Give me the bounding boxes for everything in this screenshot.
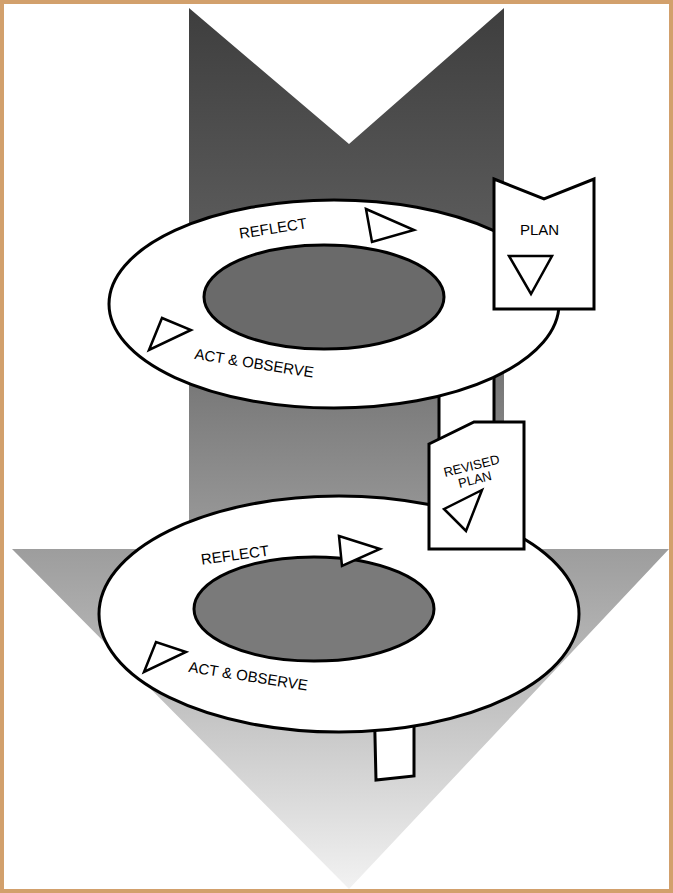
band-hole [194, 557, 434, 661]
step-label: PLAN [520, 222, 559, 238]
step-label: REFLECT [200, 542, 270, 567]
step-label: ACT & OBSERVE [194, 346, 315, 380]
direction-triangle [509, 256, 552, 294]
step-label: ACT & OBSERVE [188, 659, 309, 693]
direction-triangle [144, 642, 186, 672]
step-label: REVISED PLAN [436, 451, 511, 494]
direction-triangle [366, 209, 414, 242]
step-label: REFLECT [238, 215, 308, 241]
direction-triangle [339, 536, 380, 566]
big-arrow [12, 8, 669, 889]
direction-triangle [149, 318, 191, 350]
plan-flag [494, 179, 594, 309]
direction-triangle [444, 490, 482, 531]
spiral-illustration [4, 4, 673, 893]
band-hole [204, 245, 444, 349]
revised-plan-flag [429, 422, 524, 549]
spiral-band [109, 200, 559, 408]
